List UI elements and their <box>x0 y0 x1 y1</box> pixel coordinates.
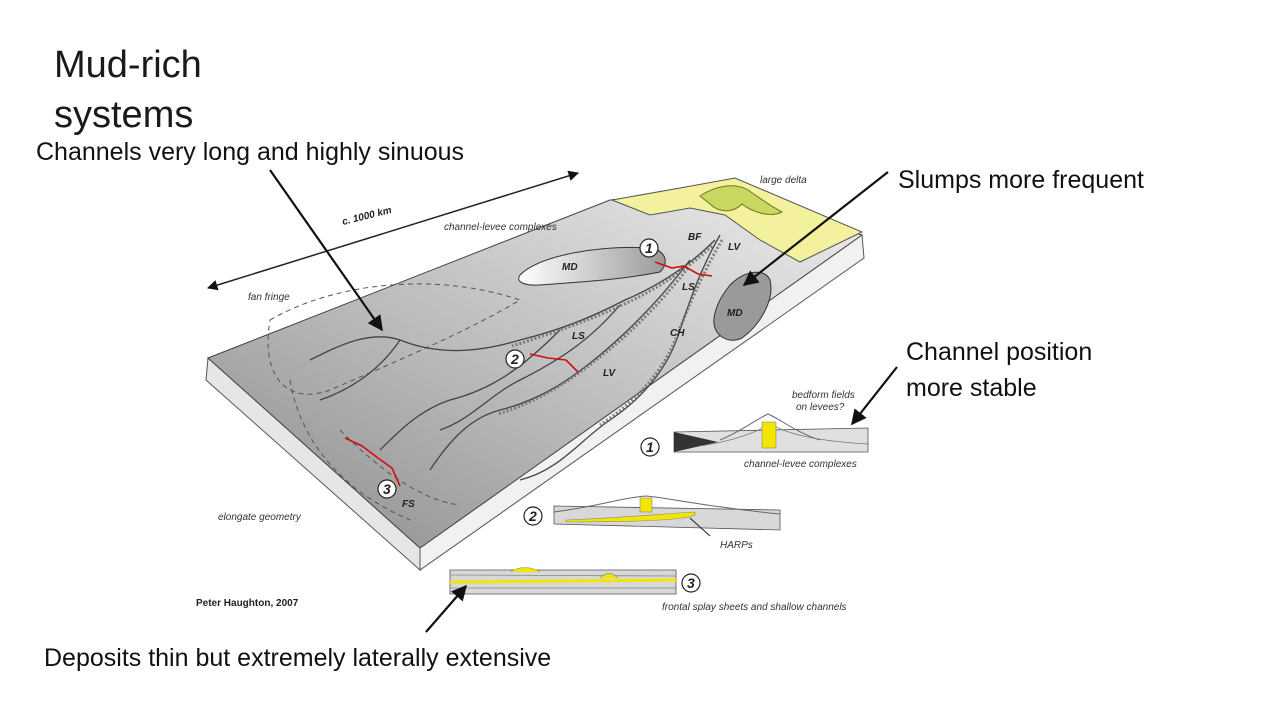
ch-label: CH <box>670 328 685 339</box>
large-delta-label: large delta <box>760 175 807 186</box>
arrow-channels <box>269 169 383 332</box>
bf-label: BF <box>688 232 702 243</box>
ls-label-2: LS <box>572 331 585 342</box>
md-label-2: MD <box>727 308 743 319</box>
section-marker-2-circle <box>523 506 543 526</box>
fan-fringe-outline-2 <box>339 429 461 506</box>
callout-deposits: Deposits thin but extremely laterally ex… <box>44 644 552 672</box>
block-top-surface <box>207 197 864 549</box>
map-marker-3-circle <box>377 479 397 499</box>
levee-edges <box>497 239 724 427</box>
scale-label: c. 1000 km <box>341 205 393 228</box>
arrow-slumps <box>742 171 889 286</box>
scale-arrow <box>206 170 580 291</box>
section3-caption: frontal splay sheets and shallow channel… <box>662 602 847 613</box>
lv-label-1: LV <box>728 242 742 253</box>
channel-levee-label-map: channel-levee complexes <box>444 222 557 233</box>
slump-md-2 <box>713 271 772 341</box>
elongate-geometry-label: elongate geometry <box>218 512 302 523</box>
callout-channel-position: Channel position more stable <box>906 338 1093 402</box>
bedform-label-line2: on levees? <box>796 402 845 413</box>
channel-levee-label-line: channel-levee complexes <box>444 222 557 233</box>
callout-slumps: Slumps more frequent <box>898 166 1144 194</box>
fs-label: FS <box>402 499 415 510</box>
credit-label: Peter Haughton, 2007 <box>196 598 299 609</box>
cross-section-1 <box>673 413 869 453</box>
section-marker-1: 1 <box>646 439 654 455</box>
map-marker-2-circle <box>505 349 525 369</box>
map-marker-3: 3 <box>383 481 391 497</box>
slide-title: Mud-rich systems <box>54 44 202 136</box>
fan-fringe-outline-inner <box>289 379 411 521</box>
lv-label-2: LV <box>603 368 617 379</box>
bedform-label-line1: bedform fields <box>792 390 855 401</box>
section-marker-2: 2 <box>528 508 537 524</box>
section-marker-3-circle <box>681 573 701 593</box>
cross-section-3 <box>449 567 677 595</box>
map-marker-1-circle <box>639 238 659 258</box>
map-marker-2: 2 <box>510 351 519 367</box>
section-marker-1-circle <box>640 437 660 457</box>
arrow-channel-position <box>851 366 898 426</box>
cross-section-2 <box>553 495 781 537</box>
ls-label-1: LS <box>682 282 695 293</box>
section1-caption: channel-levee complexes <box>744 459 857 470</box>
delta-lobe <box>699 185 784 215</box>
callout-channels: Channels very long and highly sinuous <box>36 138 465 166</box>
feeder-lines <box>344 261 713 487</box>
md-label-1: MD <box>562 262 578 273</box>
fan-fringe-label: fan fringe <box>248 292 290 303</box>
channel-network <box>309 234 721 481</box>
harps-label: HARPs <box>720 540 753 551</box>
map-marker-1: 1 <box>645 240 653 256</box>
arrow-deposits <box>425 584 468 633</box>
section-marker-3: 3 <box>687 575 695 591</box>
